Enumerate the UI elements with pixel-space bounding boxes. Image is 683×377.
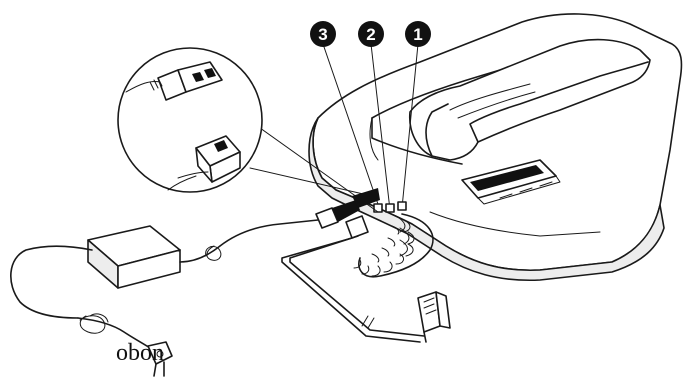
badge-3-label: 3: [318, 25, 327, 44]
caption-text: obon: [116, 340, 164, 366]
power-adapter: [11, 188, 380, 376]
badge-1-label: 1: [413, 25, 422, 44]
badge-1: 1: [405, 21, 431, 47]
badge-3: 3: [310, 21, 336, 47]
badge-2-label: 2: [366, 25, 375, 44]
badge-2: 2: [358, 21, 384, 47]
